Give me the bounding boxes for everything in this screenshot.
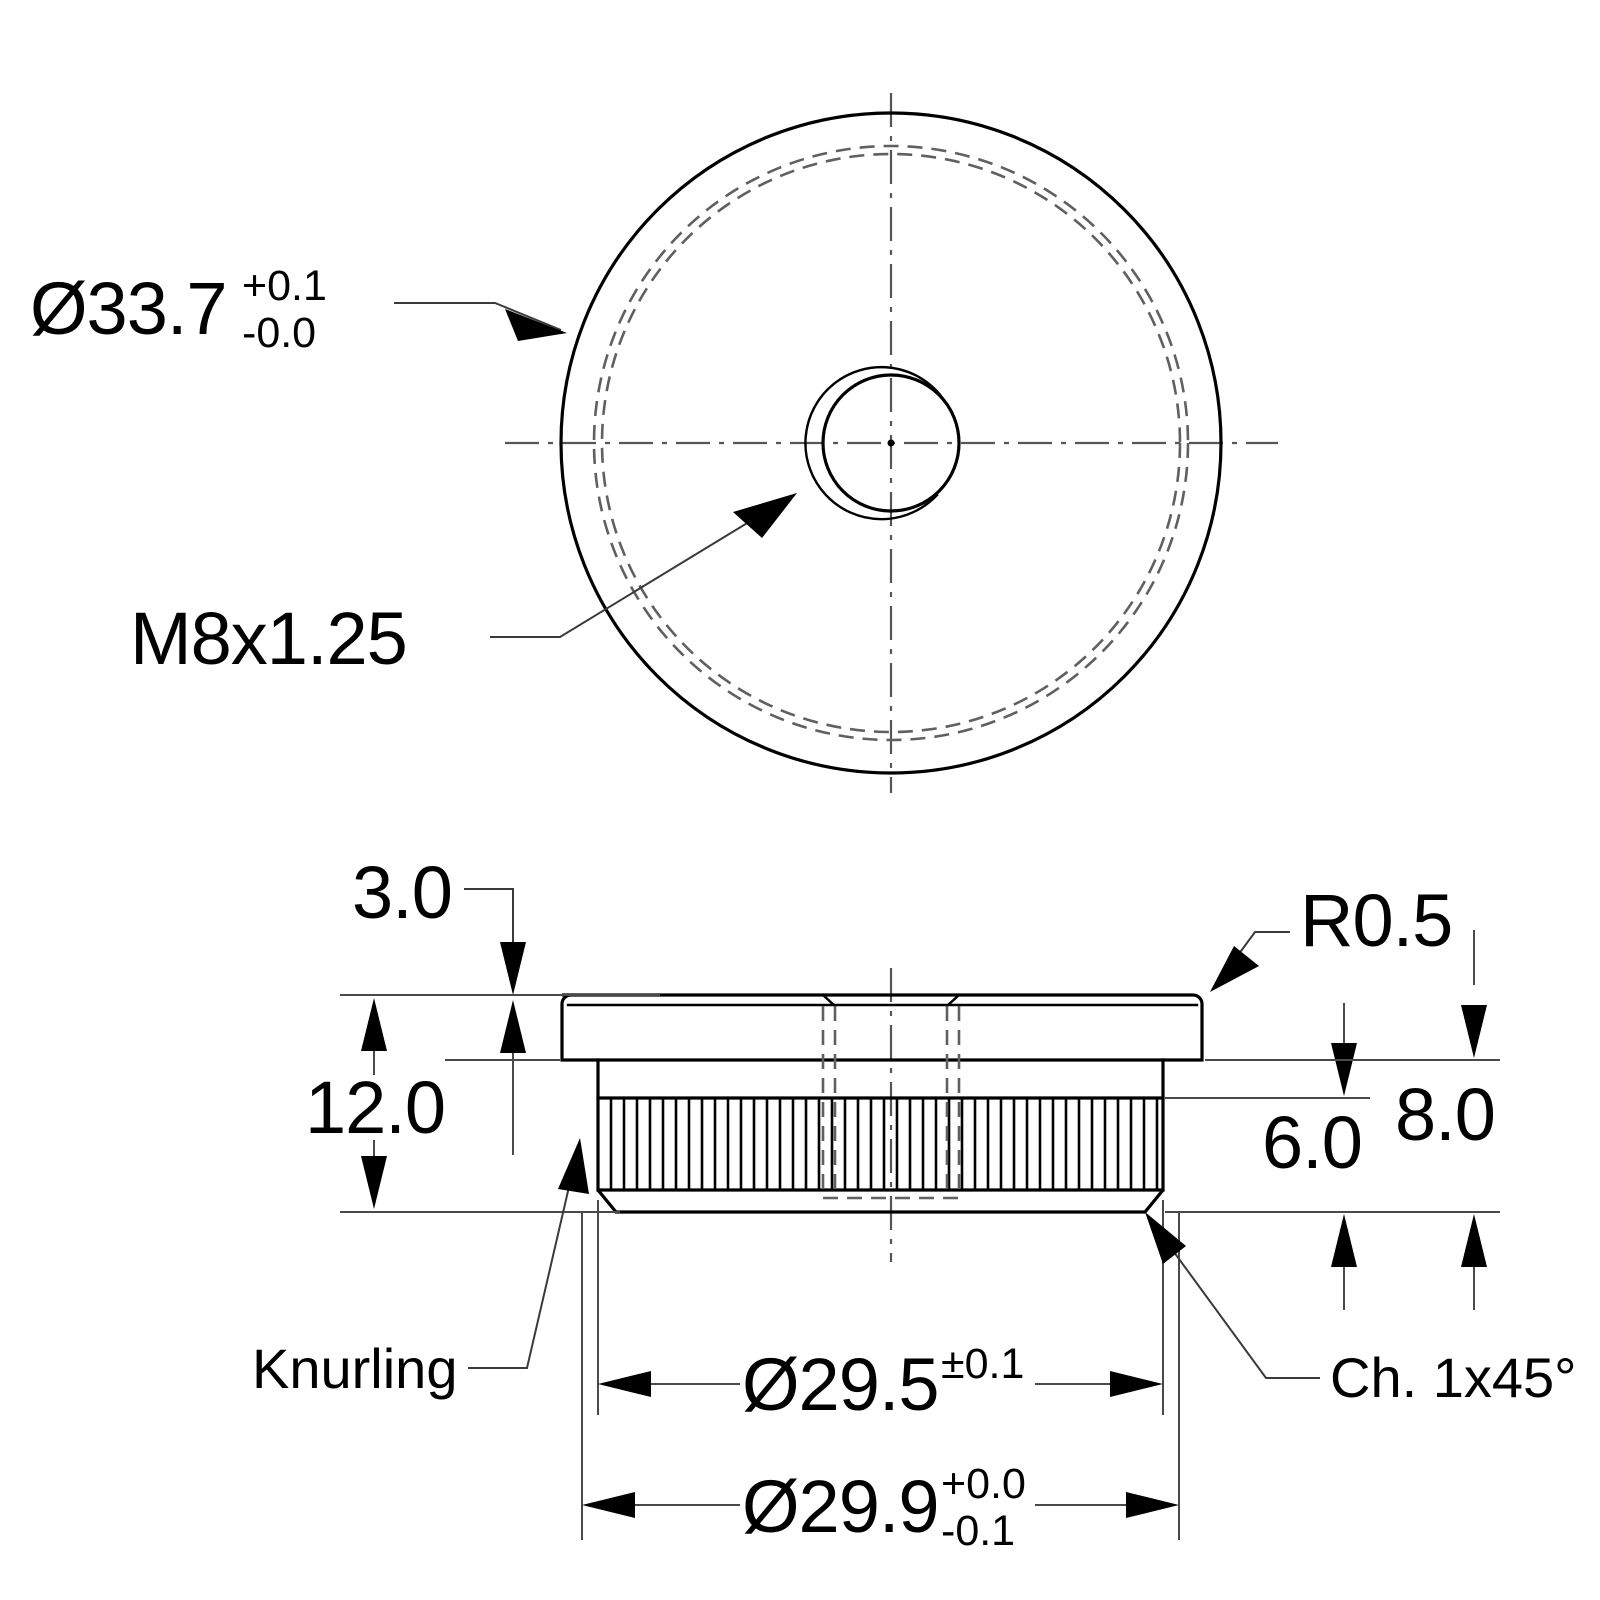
front-section-view	[340, 888, 1500, 1540]
thread-leader-arrow	[733, 493, 797, 538]
knurl-diameter-arrow-right	[1110, 1371, 1163, 1397]
top-view-thread-major-arc	[804, 365, 946, 521]
outer-diameter-tol-lower: -0.0	[242, 309, 316, 357]
threaded-hole-hidden-lines	[821, 993, 961, 1200]
knurling-leader-line	[468, 1147, 579, 1369]
body-height-value: 8.0	[1395, 1073, 1495, 1156]
body-diameter-arrow-right	[1126, 1492, 1179, 1518]
flange-thickness-leader	[464, 888, 514, 950]
dimension-overall-height	[340, 998, 620, 1213]
body-height-arrow-up	[1461, 1214, 1487, 1267]
thread-chamfer-left	[821, 993, 837, 1008]
knurl-diameter-arrow-left	[598, 1371, 651, 1397]
knurl-height-arrow-down	[1331, 1043, 1357, 1096]
body-diameter-arrow-left	[582, 1492, 635, 1518]
top-view-center-point	[887, 439, 895, 447]
overall-height-arrow-down	[361, 1156, 387, 1209]
body-diameter-tol-upper: +0.0	[941, 1460, 1026, 1508]
knurling-leader-arrow	[558, 1138, 589, 1194]
knurl-height-arrow-up	[1331, 1214, 1357, 1267]
overall-height-arrow-up	[361, 998, 387, 1051]
chamfer-leader-line	[1151, 1221, 1320, 1379]
note-knurling-leader	[468, 1138, 589, 1369]
outer-diameter-value: Ø33.7	[30, 267, 227, 350]
note-chamfer-leader	[1145, 1212, 1320, 1379]
body-diameter-value: Ø29.9	[742, 1465, 939, 1548]
dimension-flange-thickness	[340, 888, 660, 1155]
thread-chamfer-right	[945, 993, 961, 1008]
outer-diameter-leader-line	[394, 302, 562, 331]
corner-radius-value: R0.5	[1300, 879, 1452, 962]
flange-thickness-value: 3.0	[352, 851, 452, 934]
chamfer-note: Ch. 1x45°	[1330, 1346, 1577, 1409]
dimension-body-height	[1205, 930, 1500, 1310]
outer-diameter-tol-upper: +0.1	[242, 262, 327, 310]
dimension-body-diameter	[581, 1212, 1180, 1540]
thread-leader-line	[490, 496, 791, 638]
thread-value: M8x1.25	[130, 597, 407, 680]
top-view-outer-circle	[559, 111, 1223, 775]
top-view-hidden-circle-outer	[592, 144, 1190, 742]
overall-height-value: 12.0	[305, 1066, 445, 1149]
flange-thickness-arrow-up	[500, 1000, 526, 1053]
outer-diameter-leader-arrow	[505, 309, 567, 341]
chamfer-leader-arrow	[1145, 1212, 1186, 1264]
top-view-thread-minor-circle	[821, 373, 961, 513]
knurl-height-value: 6.0	[1262, 1101, 1362, 1184]
drawing-text-labels: Ø33.7 +0.1 -0.0 M8x1.25 3.0 12.0 R0.5 6.…	[30, 262, 1577, 1555]
corner-radius-arrow	[1210, 946, 1259, 992]
knurl-diameter-value: Ø29.5	[742, 1343, 939, 1426]
top-view-hidden-circle-inner	[600, 152, 1182, 734]
body-diameter-tol-lower: -0.1	[941, 1507, 1015, 1555]
knurling-note: Knurling	[252, 1337, 457, 1400]
top-view	[394, 93, 1278, 793]
flange-thickness-arrow	[500, 942, 526, 995]
body-height-arrow-down	[1461, 1005, 1487, 1058]
knurling-pattern	[609, 1098, 1159, 1190]
knurl-diameter-tol: ±0.1	[941, 1340, 1024, 1388]
dimension-corner-radius	[1210, 931, 1290, 992]
dimension-knurl-height	[1165, 1003, 1500, 1310]
